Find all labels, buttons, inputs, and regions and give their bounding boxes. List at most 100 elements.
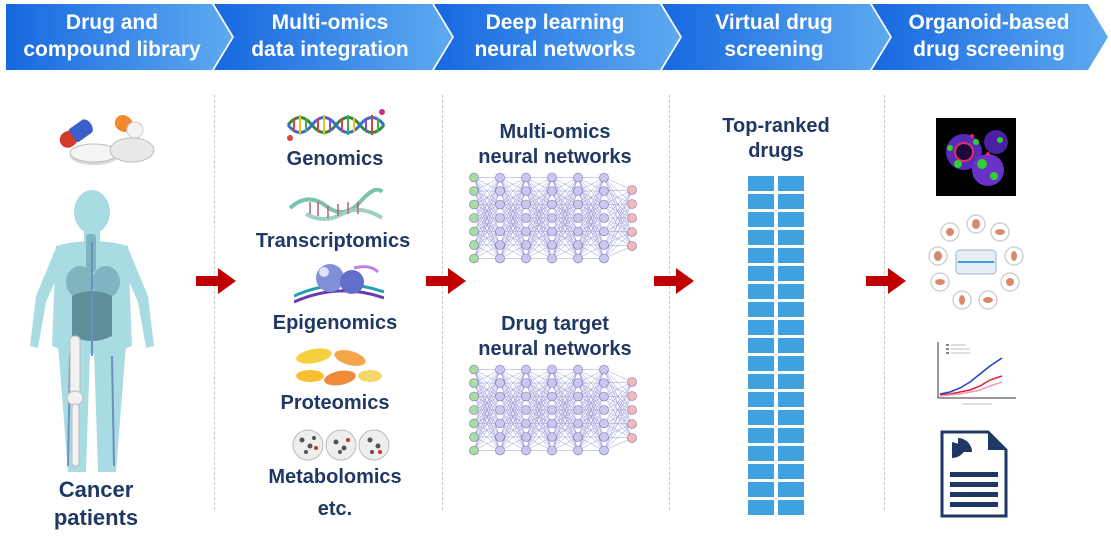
chromatin-icon (294, 264, 384, 304)
network-edge (603, 231, 633, 259)
ranked-drug-cell (748, 428, 774, 443)
step-4-line1: Virtual drug (715, 11, 833, 34)
network-node (495, 226, 505, 237)
network-edge (577, 177, 605, 246)
network-edge (577, 190, 605, 259)
network-node (521, 405, 531, 415)
network-edge (551, 231, 579, 259)
network-edge (577, 369, 605, 397)
network-node (469, 253, 479, 264)
network-edge (603, 409, 633, 451)
network-edge (525, 436, 553, 451)
omics-label-genomics: Genomics (286, 148, 384, 170)
network-node (599, 418, 609, 429)
network-edge (473, 369, 501, 438)
network-node (469, 199, 479, 210)
network-edge (603, 189, 633, 232)
network-node (495, 253, 505, 264)
step-2-line1: Multi-omics (271, 11, 389, 34)
network-node (573, 391, 583, 402)
network-node (599, 226, 609, 237)
network-edge (525, 177, 553, 192)
network-edge (525, 244, 553, 259)
network-edge (551, 244, 579, 259)
ranked-drug-cell (778, 302, 804, 317)
network-edge (551, 369, 579, 438)
ranked-drug-cell (748, 500, 774, 515)
ranked-drug-cell (778, 320, 804, 335)
network-edge (551, 369, 579, 411)
network-node (469, 213, 479, 223)
ranked-drug-cell (748, 464, 774, 479)
network-edge (473, 369, 501, 384)
ranked-drug-cell (778, 230, 804, 245)
ranked-drug-cell (748, 194, 774, 209)
ranked-drug-cell (748, 266, 774, 281)
network-edge (551, 423, 579, 451)
ranked-drug-cell (748, 320, 774, 335)
network-node (573, 364, 583, 375)
network-edge (551, 177, 579, 246)
network-edge (499, 177, 527, 219)
network-edge (603, 381, 633, 424)
network-edge (499, 190, 527, 259)
network-edge (551, 382, 579, 451)
drug-network-line1: Drug target (501, 313, 609, 335)
network-edge (603, 189, 633, 259)
step-chevron-2 (214, 4, 452, 70)
step-1-line2: compound library (23, 38, 201, 61)
network-edge (525, 177, 553, 219)
network-node (495, 199, 505, 210)
network-edge (525, 369, 553, 411)
column-divider-1 (214, 95, 215, 510)
network-node (547, 213, 557, 223)
network-edge (551, 396, 579, 451)
network-edge (525, 423, 553, 451)
step-label-4: Virtual drug screening (676, 6, 872, 66)
network-node (627, 241, 637, 251)
network-edge (499, 369, 527, 384)
ranked-drug-cell (778, 338, 804, 353)
network-edge (499, 409, 527, 451)
network-edge (525, 369, 553, 384)
network-edge (577, 177, 605, 192)
network-node (547, 186, 557, 196)
network-node (521, 391, 531, 402)
network-edge (473, 436, 501, 451)
ranked-drug-cell (778, 194, 804, 209)
network-edge (577, 423, 605, 451)
network-node (627, 213, 637, 223)
ranked-drug-cell (748, 338, 774, 353)
network-node (495, 172, 505, 183)
drug-target-network-title: Drug target neural networks (455, 312, 655, 362)
network-edge (577, 369, 605, 384)
network-node (599, 186, 609, 196)
ranked-drug-cell (778, 482, 804, 497)
ranked-drug-cell (778, 464, 804, 479)
flow-arrow-icon-1 (196, 268, 236, 294)
network-edge (499, 369, 527, 424)
network-node (599, 378, 609, 388)
network-node (573, 226, 583, 237)
network-node (521, 172, 531, 183)
ranked-drug-cell (748, 446, 774, 461)
network-edge (473, 177, 501, 205)
network-node (547, 172, 557, 183)
network-edge (525, 177, 553, 205)
cancer-patients-label: Cancer patients (30, 476, 162, 532)
network-node (573, 418, 583, 429)
network-edge (525, 396, 553, 451)
network-edge (499, 369, 527, 397)
network-node (547, 378, 557, 388)
network-node (627, 433, 637, 443)
network-node (521, 364, 531, 375)
organ-wheel-icon (928, 214, 1024, 310)
network-edge (577, 244, 605, 259)
step-label-5: Organoid-based drug screening (886, 6, 1092, 66)
network-node (547, 364, 557, 375)
process-banner (6, 4, 1108, 70)
network-edge (525, 177, 553, 246)
network-edge (473, 177, 501, 232)
network-edge (603, 381, 633, 397)
network-node (521, 253, 531, 264)
